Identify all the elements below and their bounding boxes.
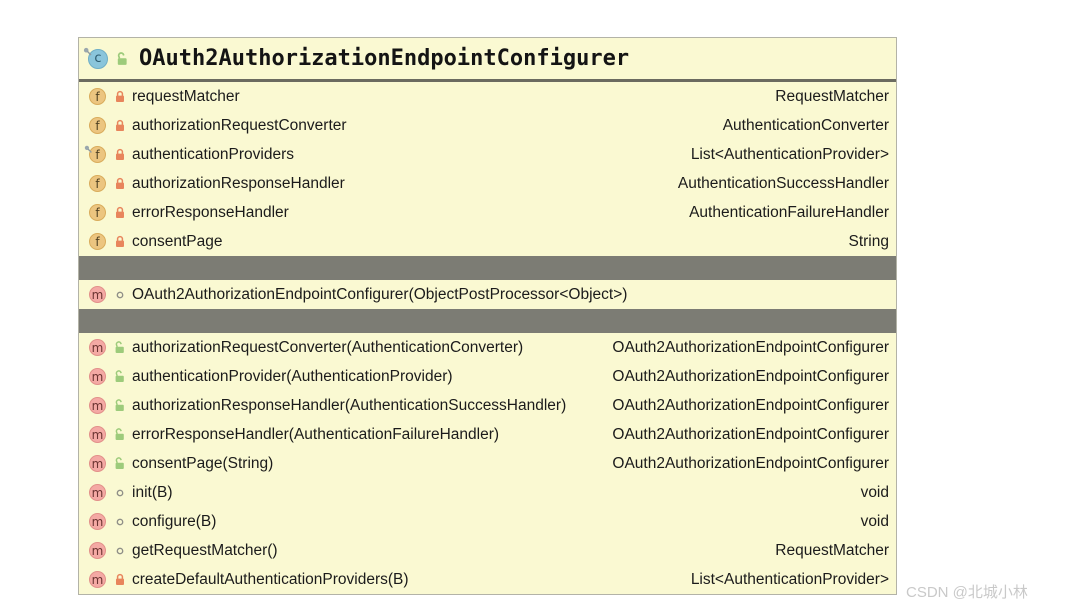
method-icon: m xyxy=(89,426,106,443)
method-return-type: OAuth2AuthorizationEndpointConfigurer xyxy=(612,338,889,356)
method-row[interactable]: m errorResponseHandler(AuthenticationFail… xyxy=(79,420,896,449)
private-lock-icon xyxy=(112,148,127,161)
field-row[interactable]: f authenticationProviders List<Authenticat… xyxy=(79,140,896,169)
method-icon: m xyxy=(89,513,106,530)
constructor-row[interactable]: m OAuth2AuthorizationEndpointConfigurer(O… xyxy=(79,280,896,309)
methods-section: m authorizationRequestConverter(Authentic… xyxy=(79,333,896,594)
constructor-section: m OAuth2AuthorizationEndpointConfigurer(O… xyxy=(79,280,896,309)
field-row[interactable]: f authorizationRequestConverter Authentica… xyxy=(79,111,896,140)
field-icon: f xyxy=(89,88,106,105)
method-name: consentPage(String) xyxy=(132,454,274,472)
field-return-type: RequestMatcher xyxy=(775,87,889,105)
public-lock-icon xyxy=(112,428,127,441)
field-name: consentPage xyxy=(132,232,223,250)
field-row[interactable]: f requestMatcher RequestMatcher xyxy=(79,82,896,111)
package-private-icon xyxy=(112,517,127,527)
field-icon: f xyxy=(84,145,106,163)
watermark: CSDN @北城小林 xyxy=(906,584,1028,601)
method-return-type: void xyxy=(860,512,889,530)
method-row[interactable]: m init(B) void xyxy=(79,478,896,507)
method-return-type: OAuth2AuthorizationEndpointConfigurer xyxy=(612,425,889,443)
public-lock-icon xyxy=(114,51,129,66)
method-name: authenticationProvider(AuthenticationPro… xyxy=(132,367,453,385)
field-row[interactable]: f authorizationResponseHandler Authenticat… xyxy=(79,169,896,198)
field-name: authorizationResponseHandler xyxy=(132,174,345,192)
private-lock-icon xyxy=(112,206,127,219)
class-header[interactable]: c OAuth2AuthorizationEndpointConfigurer xyxy=(79,38,896,82)
method-row[interactable]: m getRequestMatcher() RequestMatcher xyxy=(79,536,896,565)
method-row[interactable]: m configure(B) void xyxy=(79,507,896,536)
public-lock-icon xyxy=(112,399,127,412)
method-return-type: List<AuthenticationProvider> xyxy=(690,570,889,588)
private-lock-icon xyxy=(112,235,127,248)
method-name: errorResponseHandler(AuthenticationFailu… xyxy=(132,425,500,443)
separator-bar xyxy=(79,309,896,333)
separator-bar xyxy=(79,256,896,280)
method-icon: m xyxy=(89,571,106,588)
method-row[interactable]: m createDefaultAuthenticationProviders(B)… xyxy=(79,565,896,594)
method-icon: m xyxy=(89,397,106,414)
private-lock-icon xyxy=(112,573,127,586)
field-icon: f xyxy=(89,175,106,192)
package-private-icon xyxy=(112,488,127,498)
field-row[interactable]: f errorResponseHandler AuthenticationFailu… xyxy=(79,198,896,227)
field-icon: f xyxy=(89,117,106,134)
private-lock-icon xyxy=(112,177,127,190)
constructor-name: OAuth2AuthorizationEndpointConfigurer(Ob… xyxy=(132,285,628,303)
method-row[interactable]: m consentPage(String) OAuth2AuthorizationE… xyxy=(79,449,896,478)
method-row[interactable]: m authenticationProvider(AuthenticationPr… xyxy=(79,362,896,391)
public-lock-icon xyxy=(112,341,127,354)
field-return-type: AuthenticationSuccessHandler xyxy=(677,174,889,192)
method-icon: m xyxy=(89,542,106,559)
package-private-icon xyxy=(112,290,127,300)
field-name: requestMatcher xyxy=(132,87,240,105)
pin-icon xyxy=(84,141,93,159)
method-name: init(B) xyxy=(132,483,173,501)
field-name: authorizationRequestConverter xyxy=(132,116,347,134)
method-row[interactable]: m authorizationRequestConverter(Authentic… xyxy=(79,333,896,362)
field-row[interactable]: f consentPage String xyxy=(79,227,896,256)
private-lock-icon xyxy=(112,119,127,132)
public-lock-icon xyxy=(112,370,127,383)
field-icon: f xyxy=(89,233,106,250)
class-icon: c xyxy=(83,47,108,69)
method-icon: m xyxy=(89,368,106,385)
class-icon-letter: c xyxy=(88,48,108,69)
method-return-type: RequestMatcher xyxy=(775,541,889,559)
method-name: authorizationResponseHandler(Authenticat… xyxy=(132,396,567,414)
method-return-type: void xyxy=(860,483,889,501)
method-name: authorizationRequestConverter(Authentica… xyxy=(132,338,524,356)
method-icon: m xyxy=(89,339,106,356)
field-return-type: List<AuthenticationProvider> xyxy=(690,145,889,163)
method-name: getRequestMatcher() xyxy=(132,541,278,559)
field-name: errorResponseHandler xyxy=(132,203,289,221)
fields-section: f requestMatcher RequestMatcher f authorizat… xyxy=(79,82,896,256)
method-icon: m xyxy=(89,484,106,501)
field-return-type: String xyxy=(848,232,890,250)
class-name: OAuth2AuthorizationEndpointConfigurer xyxy=(139,46,630,71)
field-return-type: AuthenticationFailureHandler xyxy=(689,203,889,221)
public-lock-icon xyxy=(112,457,127,470)
field-icon: f xyxy=(89,204,106,221)
class-diagram-node[interactable]: c OAuth2AuthorizationEndpointConfigurer … xyxy=(78,37,897,595)
method-return-type: OAuth2AuthorizationEndpointConfigurer xyxy=(612,367,889,385)
method-return-type: OAuth2AuthorizationEndpointConfigurer xyxy=(612,396,889,414)
field-return-type: AuthenticationConverter xyxy=(722,116,889,134)
method-name: configure(B) xyxy=(132,512,217,530)
method-name: createDefaultAuthenticationProviders(B) xyxy=(132,570,409,588)
pin-icon xyxy=(83,44,93,62)
method-row[interactable]: m authorizationResponseHandler(Authentica… xyxy=(79,391,896,420)
method-icon: m xyxy=(89,455,106,472)
package-private-icon xyxy=(112,546,127,556)
field-name: authenticationProviders xyxy=(132,145,294,163)
method-icon: m xyxy=(89,286,106,303)
method-return-type: OAuth2AuthorizationEndpointConfigurer xyxy=(612,454,889,472)
private-lock-icon xyxy=(112,90,127,103)
